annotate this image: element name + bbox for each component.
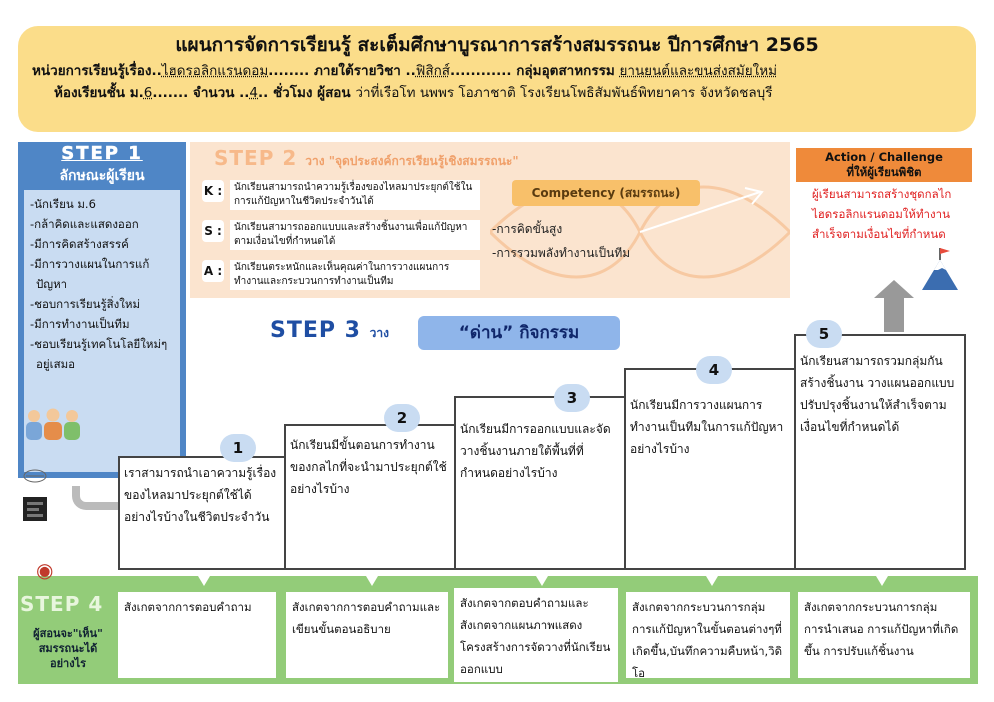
stage-text-1: เราสามารถนำเอาความรู้เรื่องของไหลมาประยุ… [124, 466, 277, 524]
group-label: ............ กลุ่มอุตสาหกรรม [449, 63, 615, 79]
step2-title-text: STEP 2 [214, 146, 298, 170]
step1-panel: STEP 1 ลักษณะผู้เรียน -นักเรียน ม.6 -กล้… [18, 142, 186, 478]
up-arrow-icon [874, 280, 914, 332]
observation-3: สังเกตจากตอบคำถามและสังเกตจากแผนภาพแสดงโ… [454, 588, 618, 682]
observation-4: สังเกตจากกระบวนการกลุ่มการแก้ปัญหาในขั้น… [626, 592, 790, 678]
observation-1: สังเกตจากการตอบคำถาม [118, 592, 276, 678]
objective-s: S : นักเรียนสามารถออกแบบและสร้างชิ้นงานเ… [202, 220, 480, 250]
action-title-2: ที่ให้ผู้เรียนพิชิต [846, 165, 922, 179]
stage-number-4: 4 [696, 356, 732, 384]
list-item: -มีการวางแผนในการแก้ [30, 257, 150, 271]
stair-step-5 [794, 334, 966, 570]
unit-label: หน่วยการเรียนรู้เรื่อง.. [32, 63, 162, 79]
action-text: ผู้เรียนสามารถสร้างชุดกลไกไฮดรอลิกแรนดอม… [812, 187, 952, 241]
stair-step-3 [454, 396, 626, 570]
action-challenge-panel: Action / Challenge ที่ให้ผู้เรียนพิชิต ผ… [796, 142, 972, 310]
stage-number-5: 5 [806, 320, 842, 348]
action-title-1: Action / Challenge [825, 150, 943, 164]
down-arrow-icon [876, 576, 888, 586]
teacher-value: ว่าที่เรือโท นพพร โอภาชาติ โรงเรียนโพธิส… [355, 85, 773, 101]
header-line-1: หน่วยการเรียนรู้เรื่อง..ไฮดรอลิกแรนดอม..… [32, 60, 962, 82]
stage-number-1: 1 [220, 434, 256, 462]
class-value: 6 [143, 85, 153, 101]
stage-text-4: นักเรียนมีการวางแผนการทำงานเป็นทีมในการแ… [630, 398, 784, 456]
objective-k: K : นักเรียนสามารถนำความรู้เรื่องของไหลม… [202, 180, 480, 210]
header-line-2: ห้องเรียนชั้น ม.6....... จำนวน ..4.. ชั่… [32, 82, 962, 104]
step2-title: STEP 2 วาง "จุดประสงค์การเรียนรู้เชิงสมร… [214, 146, 519, 171]
teacher-label: .. ชั่วโมง ผู้สอน [258, 85, 351, 101]
objective-k-label: K : [202, 180, 224, 202]
stage-text-5: นักเรียนสามารถรวมกลุ่มกันสร้างชิ้นงาน วา… [800, 354, 955, 434]
group-value: ยานยนต์และขนส่งสมัยใหม่ [619, 63, 778, 79]
stage-text-3: นักเรียนมีการออกแบบและจัดวางชิ้นงานภายใต… [460, 422, 611, 480]
step4-panel: ◉ STEP 4 ผู้สอนจะ"เห็น" สมรรถนะได้อย่างไ… [18, 558, 978, 684]
stair-step-1 [118, 456, 290, 570]
list-item: -มีการทำงานเป็นทีม [30, 317, 130, 331]
objective-a: A : นักเรียนตระหนักและเห็นคุณค่าในการวาง… [202, 260, 480, 290]
list-item: -ชอบเรียนรู้เทคโนโลยีใหม่ๆ [30, 337, 168, 351]
objective-s-label: S : [202, 220, 224, 242]
activity-stages-label: “ด่าน” กิจกรรม [418, 316, 620, 350]
down-arrow-icon [706, 576, 718, 586]
observation-5: สังเกตจากกระบวนการกลุ่มการนำเสนอ การแก้ป… [798, 592, 970, 678]
students-illustration-icon [26, 408, 80, 440]
class-label: ห้องเรียนชั้น ม. [54, 85, 144, 101]
down-arrow-icon [198, 576, 210, 586]
stage-number-2: 2 [384, 404, 420, 432]
objective-s-text: นักเรียนสามารถออกแบบและสร้างชิ้นงานเพื่อ… [230, 220, 480, 250]
stage-text-2: นักเรียนมีขั้นตอนการทำงานของกลไกที่จะนำม… [290, 438, 447, 496]
list-item: อยู่เสมอ [36, 357, 76, 371]
step2-subtitle: วาง "จุดประสงค์การเรียนรู้เชิงสมรรถนะ" [305, 154, 519, 168]
list-item: ปัญหา [36, 277, 68, 291]
list-item: -ชอบการเรียนรู้สิ่งใหม่ [30, 297, 141, 311]
list-item: -มีการคิดสร้างสรรค์ [30, 237, 129, 251]
objective-k-text: นักเรียนสามารถนำความรู้เรื่องของไหลมาประ… [230, 180, 480, 210]
step3-subtitle: วาง [369, 326, 389, 340]
unit-value: ไฮดรอลิกแรนดอม [161, 63, 269, 79]
competency-label: Competency (สมรรถนะ) [512, 180, 700, 206]
eye-icon: ◉ [36, 558, 54, 582]
step1-header: STEP 1 ลักษณะผู้เรียน [18, 142, 186, 190]
school-logo-icon [23, 469, 47, 483]
mountain-flag-icon [922, 248, 958, 290]
subject-value: ฟิสิกส์ [415, 63, 450, 79]
down-arrow-icon [366, 576, 378, 586]
step2-panel: STEP 2 วาง "จุดประสงค์การเรียนรู้เชิงสมร… [190, 142, 790, 298]
hours-value: 4 [249, 85, 259, 101]
learner-traits-list: -นักเรียน ม.6 -กล้าคิดและแสดงออก -มีการค… [24, 190, 180, 472]
project-logo-icon [23, 497, 47, 521]
step4-title: STEP 4 [20, 592, 104, 616]
stair-baseline [118, 568, 966, 570]
subject-label: ........ ภายใต้รายวิชา .. [268, 63, 416, 79]
step3-title-text: STEP 3 [270, 318, 361, 343]
step3-title: STEP 3 วาง [270, 318, 389, 343]
stage-number-3: 3 [554, 384, 590, 412]
flow-arrow-icon [72, 486, 118, 510]
step1-title: STEP 1 [61, 143, 143, 165]
objective-a-label: A : [202, 260, 224, 282]
list-item: -กล้าคิดและแสดงออก [30, 217, 139, 231]
observation-2: สังเกตจากการตอบคำถามและเขียนขั้นตอนอธิบา… [286, 592, 448, 678]
page-title: แผนการจัดการเรียนรู้ สะเต็มศึกษาบูรณาการ… [175, 34, 819, 56]
step1-subtitle: ลักษณะผู้เรียน [59, 168, 145, 184]
header-panel: แผนการจัดการเรียนรู้ สะเต็มศึกษาบูรณาการ… [18, 26, 976, 132]
hours-label: ....... จำนวน .. [152, 85, 250, 101]
step4-subtitle: ผู้สอนจะ"เห็น" สมรรถนะได้อย่างไร [33, 627, 103, 670]
stair-step-2 [284, 424, 456, 570]
action-header: Action / Challenge ที่ให้ผู้เรียนพิชิต [796, 148, 972, 182]
down-arrow-icon [536, 576, 548, 586]
list-item: -นักเรียน ม.6 [30, 197, 96, 211]
competency-item: -การรวมพลังทำงานเป็นทีม [492, 246, 631, 260]
competency-item: -การคิดขั้นสูง [492, 222, 563, 236]
objective-a-text: นักเรียนตระหนักและเห็นคุณค่าในการวางแผนก… [230, 260, 480, 290]
